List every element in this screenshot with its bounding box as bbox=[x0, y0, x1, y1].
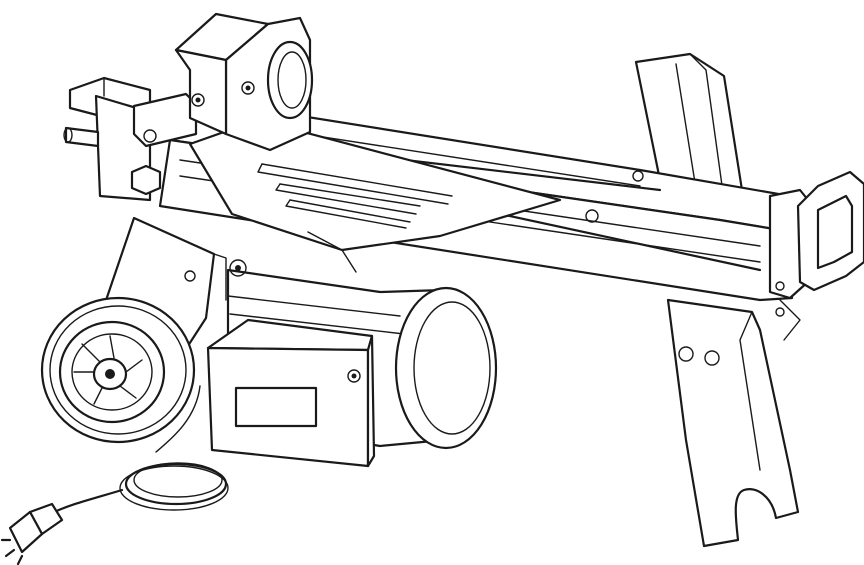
push-plate-icon bbox=[63, 12, 314, 202]
power-cord-icon bbox=[48, 385, 229, 516]
switch-box-icon bbox=[206, 318, 376, 468]
plug-icon bbox=[0, 502, 64, 565]
handle-icon bbox=[768, 170, 864, 341]
front-leg-icon bbox=[666, 298, 800, 548]
wheel-icon bbox=[40, 296, 196, 444]
guard-plate-icon bbox=[188, 118, 562, 273]
